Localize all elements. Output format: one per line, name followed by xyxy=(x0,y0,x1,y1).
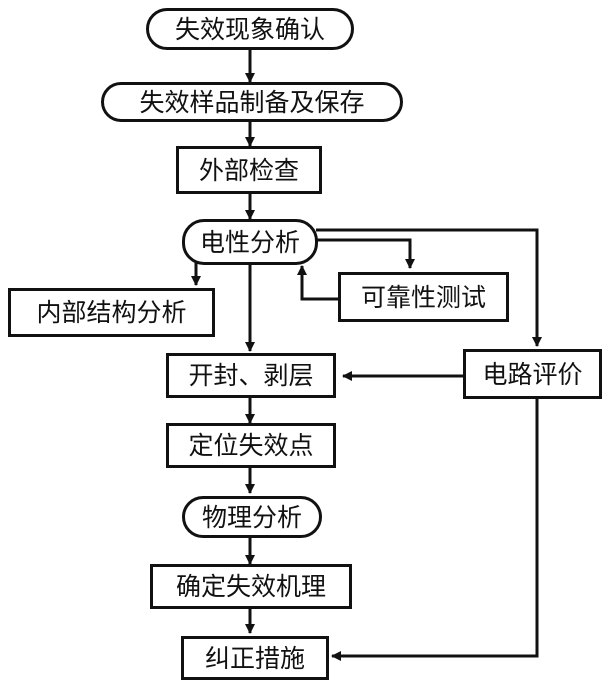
edge-circuit-to-corrective xyxy=(331,399,539,661)
edge-electrical-to-reliability xyxy=(316,238,415,269)
node-failure-mechanism: 确定失效机理 xyxy=(150,564,352,609)
node-internal-structure: 内部结构分析 xyxy=(8,288,215,337)
node-confirm-phenomenon: 失效现象确认 xyxy=(146,8,354,50)
node-reliability-test: 可靠性测试 xyxy=(338,272,509,322)
node-sample-prep: 失效样品制备及保存 xyxy=(101,82,403,122)
node-electrical-analysis: 电性分析 xyxy=(182,219,318,265)
node-decap-delayer: 开封、剥层 xyxy=(166,353,336,398)
node-locate-failure-point: 定位失效点 xyxy=(166,423,336,468)
edge-reliability-to-electrical xyxy=(297,265,338,301)
node-physical-analysis: 物理分析 xyxy=(182,496,322,538)
node-external-inspection: 外部检查 xyxy=(176,146,322,194)
node-corrective-action: 纠正措施 xyxy=(181,636,329,680)
edge-electrical-to-circuit xyxy=(316,228,542,347)
node-circuit-evaluation: 电路评价 xyxy=(463,349,602,399)
